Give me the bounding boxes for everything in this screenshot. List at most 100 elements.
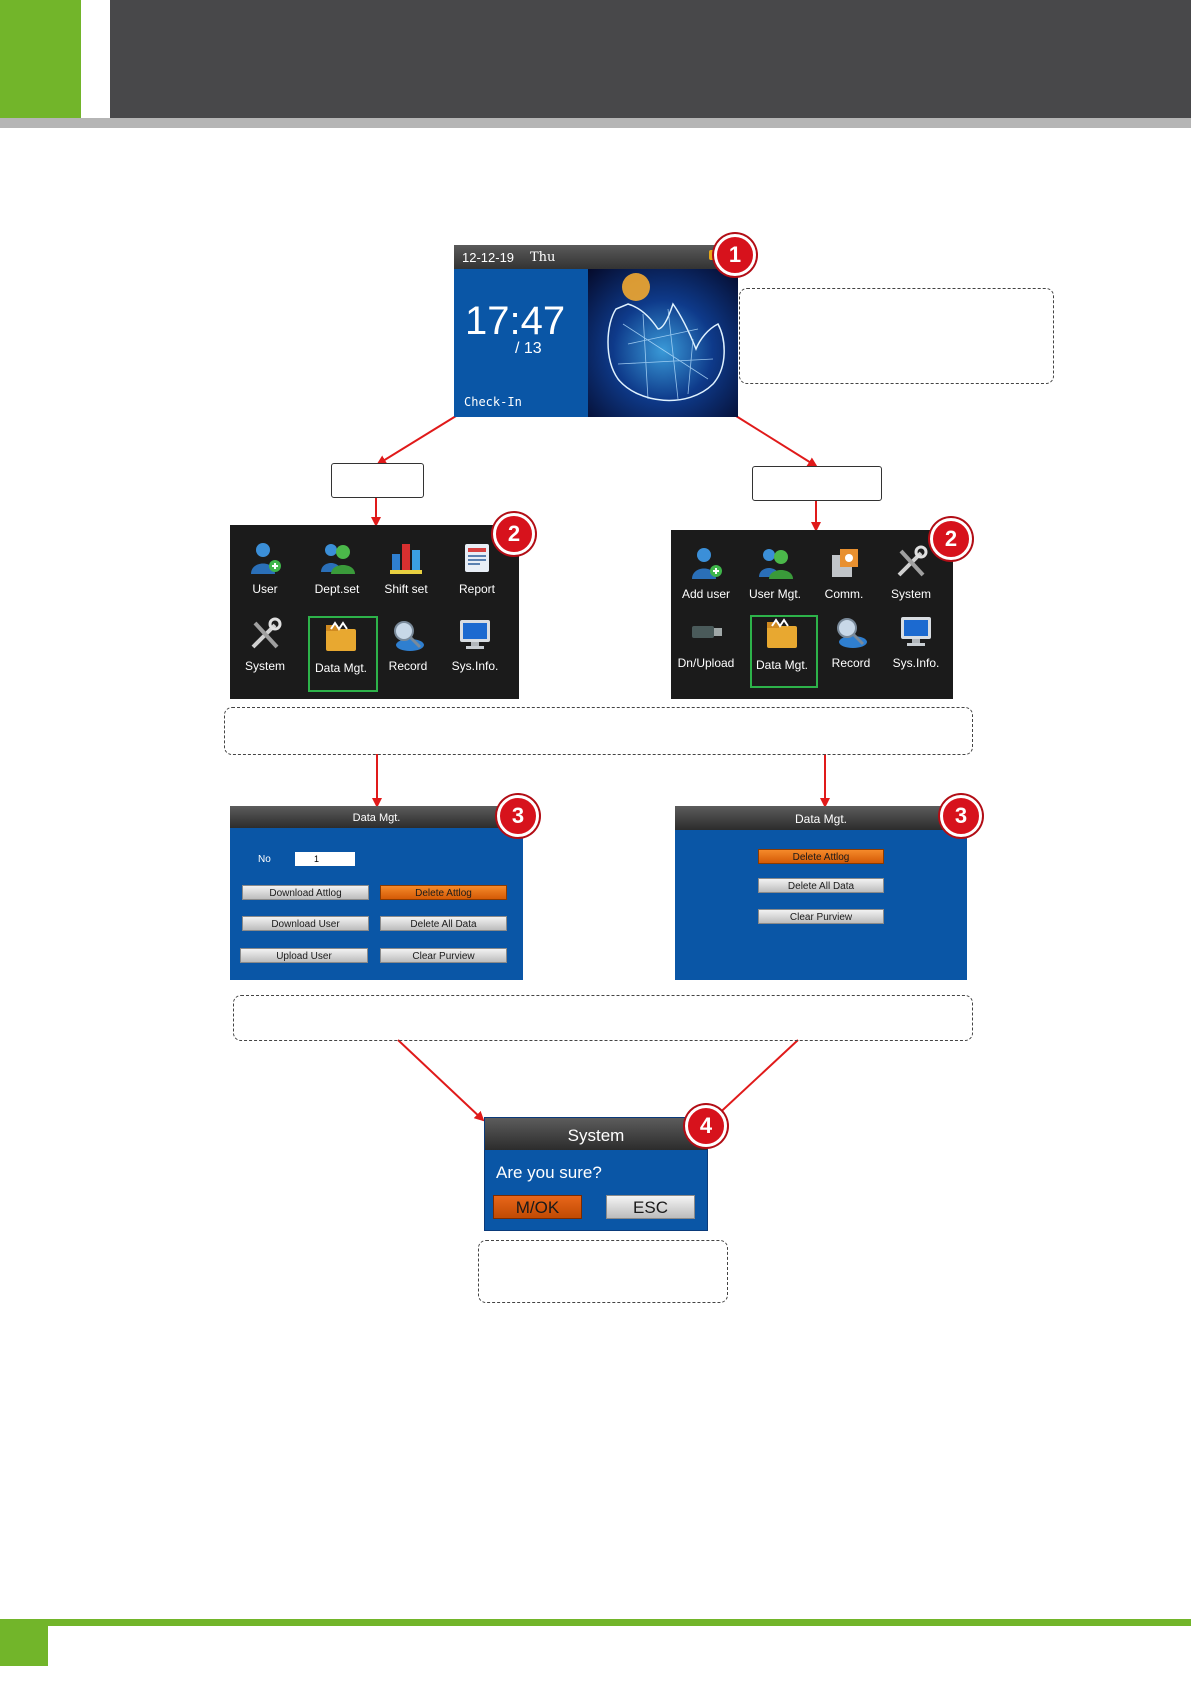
download-user-button[interactable]: Download User	[242, 916, 369, 931]
data-mgt-screen-left: Data Mgt. No 1 Download Attlog Delete At…	[230, 806, 523, 980]
bar-chart-icon	[390, 544, 422, 574]
step-badge: 1	[714, 234, 756, 276]
users-icon	[759, 549, 793, 579]
menu-item-user-mgt[interactable]: User Mgt.	[740, 545, 810, 601]
note-box-2	[224, 707, 973, 755]
menu-item-label: Data Mgt.	[314, 661, 368, 675]
footer-green-block	[0, 1626, 48, 1666]
delete-all-data-button[interactable]: Delete All Data	[380, 916, 507, 931]
header-underline	[0, 118, 1191, 128]
user-icon	[251, 543, 281, 574]
delete-attlog-button[interactable]: Delete Attlog	[758, 849, 884, 864]
header-green-block	[0, 0, 81, 118]
menu-item-record[interactable]: Record	[373, 617, 443, 673]
label-box-left	[331, 463, 424, 498]
header-bar	[110, 0, 1191, 118]
no-label: No	[258, 854, 271, 865]
menu-item-user[interactable]: User	[230, 540, 300, 596]
menu-item-add-user[interactable]: Add user	[671, 545, 741, 601]
monitor-icon	[460, 620, 490, 649]
arrow	[376, 415, 457, 466]
hand-icon	[607, 273, 725, 402]
menu-item-label: Add user	[681, 587, 731, 601]
note-box-1	[739, 288, 1054, 384]
main-screen: 12-12-19 Thu 17:47 / 13 Check-In	[454, 245, 738, 417]
step-badge: 4	[685, 1105, 727, 1147]
network-icon	[832, 549, 858, 577]
menu-item-dn-upload[interactable]: Dn/Upload	[671, 614, 741, 670]
menu-screen-right: Add user User Mgt. Comm. System Dn/Uploa…	[671, 530, 953, 699]
label-box-right	[752, 466, 882, 501]
add-user-icon	[692, 548, 722, 579]
monitor-icon	[901, 617, 931, 646]
menu-item-label: Record	[831, 656, 871, 670]
tools-icon	[897, 545, 928, 577]
step-badge: 2	[930, 518, 972, 560]
menu-item-label: Data Mgt.	[755, 658, 809, 672]
record-search-icon	[394, 621, 424, 651]
clear-purview-button[interactable]: Clear Purview	[380, 948, 507, 963]
no-input[interactable]: 1	[295, 852, 355, 866]
arrow	[397, 1039, 485, 1122]
menu-item-data-mgt[interactable]: Data Mgt.	[747, 616, 817, 672]
menu-item-label: User	[252, 582, 278, 596]
arrow	[735, 415, 818, 468]
menu-item-label: Report	[458, 582, 496, 596]
folder-icon	[326, 621, 356, 651]
menu-item-label: System	[890, 587, 931, 601]
fingerprint-hand-image	[588, 269, 738, 417]
note-box-3	[233, 995, 973, 1041]
menu-item-system[interactable]: System	[230, 617, 300, 673]
menu-item-label: User Mgt.	[748, 587, 801, 601]
status-bar: 12-12-19 Thu	[454, 245, 738, 269]
screen-title: Data Mgt.	[230, 806, 523, 828]
delete-attlog-button[interactable]: Delete Attlog	[380, 885, 507, 900]
note-box-4	[478, 1240, 728, 1303]
download-attlog-button[interactable]: Download Attlog	[242, 885, 369, 900]
menu-item-label: Sys.Info.	[451, 659, 499, 673]
step-badge: 2	[493, 513, 535, 555]
menu-item-label: Dept.set	[314, 582, 360, 596]
clear-purview-button[interactable]: Clear Purview	[758, 909, 884, 924]
menu-item-report[interactable]: Report	[442, 540, 512, 596]
menu-item-sys-info[interactable]: Sys.Info.	[881, 614, 951, 670]
day-text: Thu	[530, 250, 556, 265]
clock-time: 17:47	[465, 299, 566, 343]
selection-highlight	[308, 616, 378, 692]
group-icon	[321, 544, 355, 574]
esc-button[interactable]: ESC	[606, 1195, 695, 1219]
tools-icon	[251, 617, 282, 649]
menu-item-sys-info[interactable]: Sys.Info.	[440, 617, 510, 673]
delete-all-data-button[interactable]: Delete All Data	[758, 878, 884, 893]
menu-item-system[interactable]: System	[876, 545, 946, 601]
menu-item-record[interactable]: Record	[816, 614, 886, 670]
confirm-dialog: System Are you sure? M/OK ESC	[484, 1117, 708, 1231]
ok-button[interactable]: M/OK	[493, 1195, 582, 1219]
menu-item-comm[interactable]: Comm.	[809, 545, 879, 601]
menu-item-label: Sys.Info.	[892, 656, 940, 670]
menu-screen-left: User Dept.set Shift set Report System Da…	[230, 525, 519, 699]
usb-drive-icon	[692, 626, 722, 638]
menu-item-data-mgt[interactable]: Data Mgt.	[306, 619, 376, 675]
step-badge: 3	[497, 795, 539, 837]
header-gap	[81, 0, 110, 118]
dialog-message: Are you sure?	[496, 1163, 602, 1182]
menu-item-dept-set[interactable]: Dept.set	[302, 540, 372, 596]
arrow	[711, 1039, 799, 1121]
menu-item-label: System	[244, 659, 285, 673]
menu-item-shift-set[interactable]: Shift set	[371, 540, 441, 596]
date-text: 12-12-19	[462, 250, 515, 265]
menu-item-label: Record	[388, 659, 428, 673]
menu-item-label: Dn/Upload	[677, 656, 735, 670]
data-mgt-screen-right: Data Mgt. Delete Attlog Delete All Data …	[675, 806, 967, 980]
upload-user-button[interactable]: Upload User	[240, 948, 368, 963]
state-text: Check-In	[464, 395, 522, 409]
step-badge: 3	[940, 795, 982, 837]
clock-sub: / 13	[515, 340, 542, 357]
record-search-icon	[837, 618, 867, 648]
folder-icon	[767, 618, 797, 648]
selection-highlight	[750, 615, 818, 688]
dialog-title: System	[485, 1118, 707, 1150]
report-icon	[465, 544, 489, 572]
screen-title: Data Mgt.	[675, 806, 967, 830]
